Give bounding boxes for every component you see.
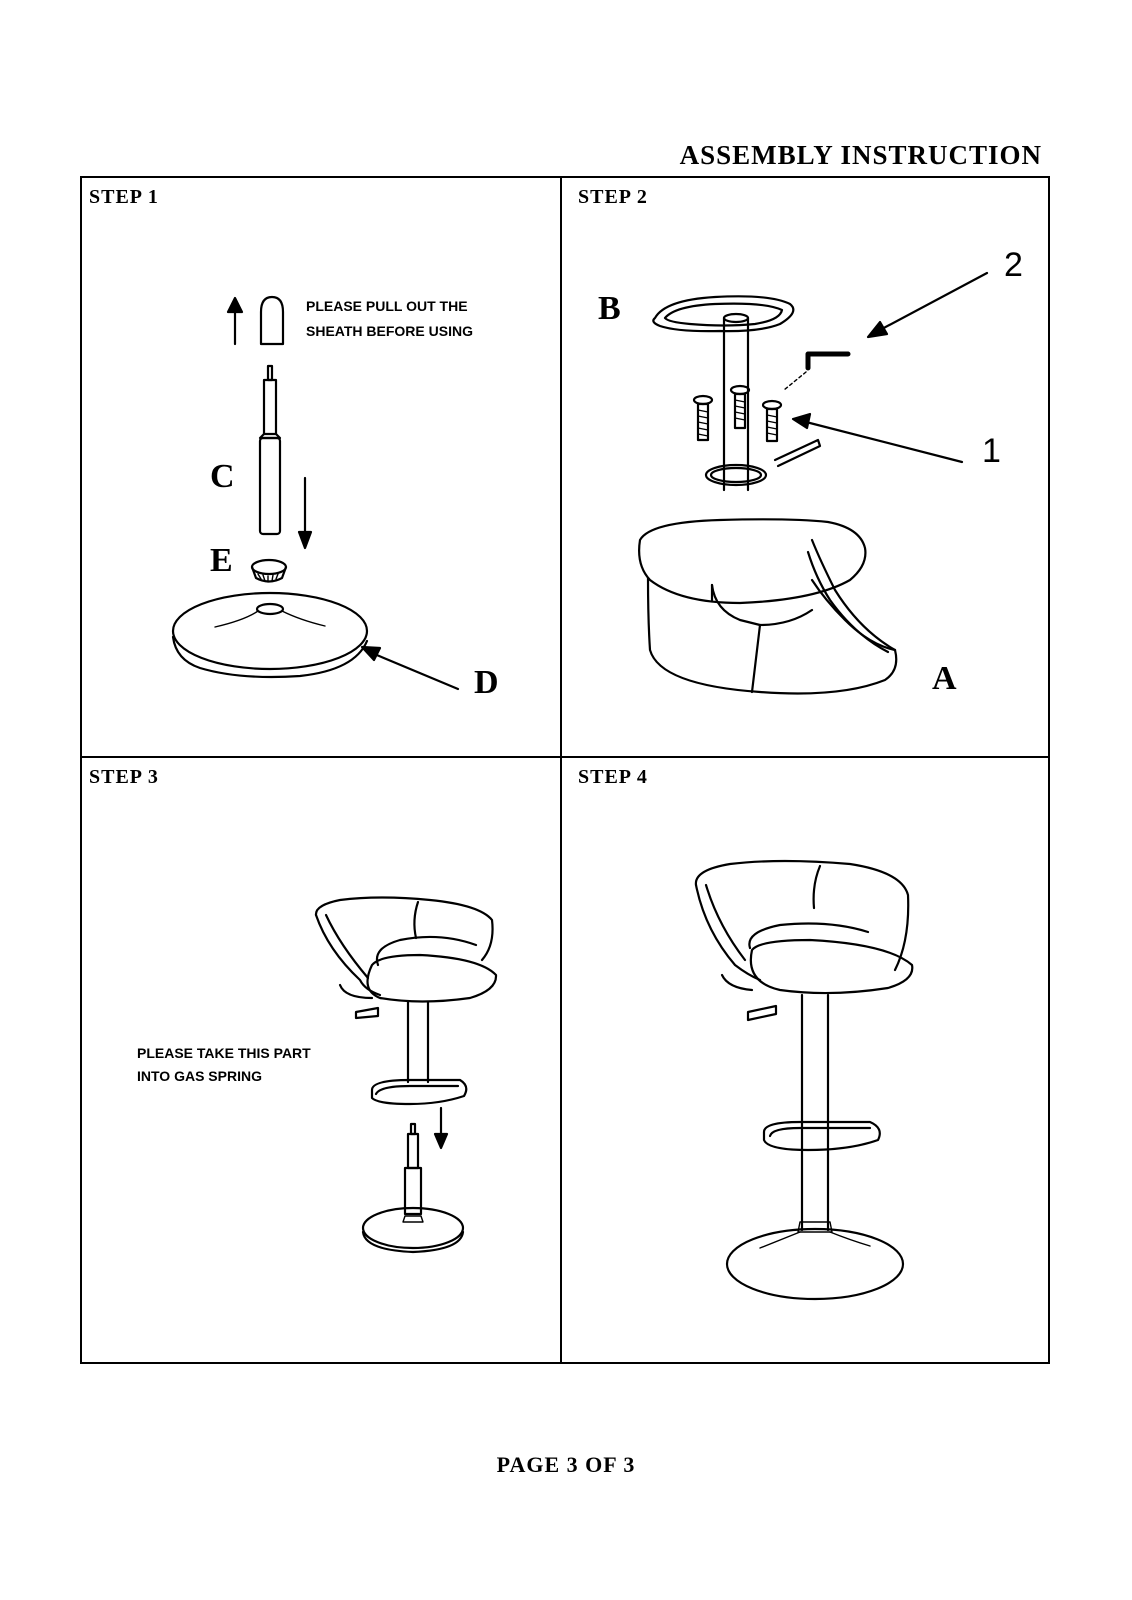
down-arrow-icon [433, 1106, 449, 1150]
part-a-label: A [932, 660, 957, 697]
part-e-label: E [210, 542, 233, 579]
foot-ring-b [652, 295, 795, 333]
bushing-e [250, 558, 288, 583]
seat-a [638, 518, 898, 695]
step-1-illustration [171, 295, 460, 691]
step-4-label: STEP 4 [578, 766, 648, 788]
base-d [171, 591, 369, 679]
step-4-illustration [694, 859, 914, 1301]
bolts [692, 384, 783, 443]
arrow-to-d-icon [360, 645, 460, 691]
vertical-divider [560, 176, 562, 1364]
step-3-note: PLEASE TAKE THIS PART INTO GAS SPRING [137, 1042, 311, 1088]
part-d-label: D [474, 664, 499, 701]
step-1-note-line-2: SHEATH BEFORE USING [306, 323, 473, 339]
up-arrow-icon [226, 296, 244, 346]
step-3-note-line-2: INTO GAS SPRING [137, 1068, 262, 1084]
callout-1-label: 1 [982, 432, 1001, 470]
gas-spring-c [258, 364, 282, 536]
step-3-illustration [314, 896, 498, 1254]
down-arrow-icon [297, 476, 313, 550]
arrow-2-icon [866, 271, 989, 339]
horizontal-divider [80, 756, 1050, 758]
step-3-label: STEP 3 [89, 766, 159, 788]
step-2-label: STEP 2 [578, 186, 648, 208]
part-b-label: B [598, 290, 621, 327]
step-1-note: PLEASE PULL OUT THE SHEATH BEFORE USING [306, 294, 473, 344]
step-2-illustration [638, 271, 989, 695]
allen-key-icon [805, 351, 851, 371]
part-c-label: C [210, 458, 235, 495]
steps-frame [80, 176, 1050, 1364]
step-3-note-line-1: PLEASE TAKE THIS PART [137, 1045, 311, 1061]
arrow-1-icon [791, 412, 964, 464]
step-1-note-line-1: PLEASE PULL OUT THE [306, 298, 468, 314]
page-title: ASSEMBLY INSTRUCTION [679, 140, 1042, 170]
page-number: PAGE 3 OF 3 [496, 1452, 636, 1477]
callout-2-label: 2 [1004, 246, 1023, 284]
sheath-icon [259, 295, 285, 346]
step-1-label: STEP 1 [89, 186, 159, 208]
